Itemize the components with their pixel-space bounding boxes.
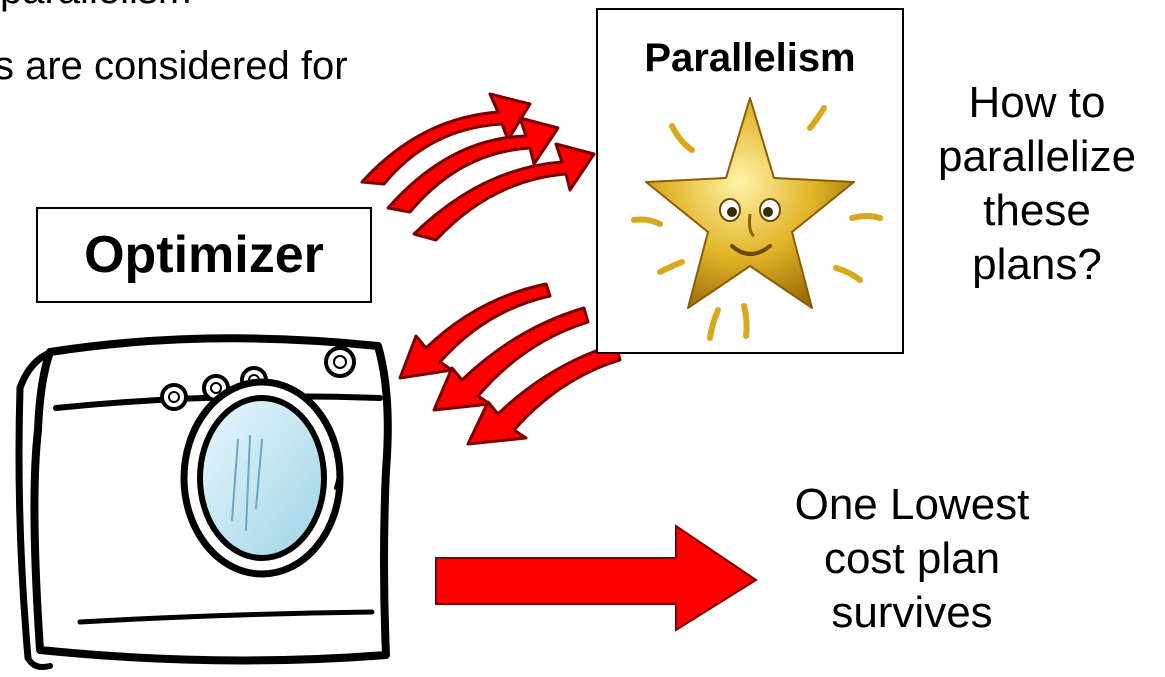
result-line: cost plan [752,532,1072,586]
curved-arrow-icon [414,144,594,240]
question-line: parallelize [906,130,1165,184]
question-line: plans? [906,238,1165,292]
result-line: One Lowest [752,478,1072,532]
optimizer-label: Optimizer [84,225,324,285]
curved-arrows-to-optimizer [400,284,620,444]
question-line: these [906,184,1165,238]
washing-machine-icon [19,338,388,667]
smiling-star-icon [598,10,902,352]
block-arrow-icon [436,526,756,630]
parallelism-box: Parallelism [596,8,904,354]
curved-arrows-to-parallelism [362,94,594,240]
result-line: survives [752,586,1072,640]
result-text: One Lowest cost plan survives [752,478,1072,640]
optimizer-box: Optimizer [36,207,372,303]
question-line: How to [906,76,1165,130]
question-text: How to parallelize these plans? [906,76,1165,292]
